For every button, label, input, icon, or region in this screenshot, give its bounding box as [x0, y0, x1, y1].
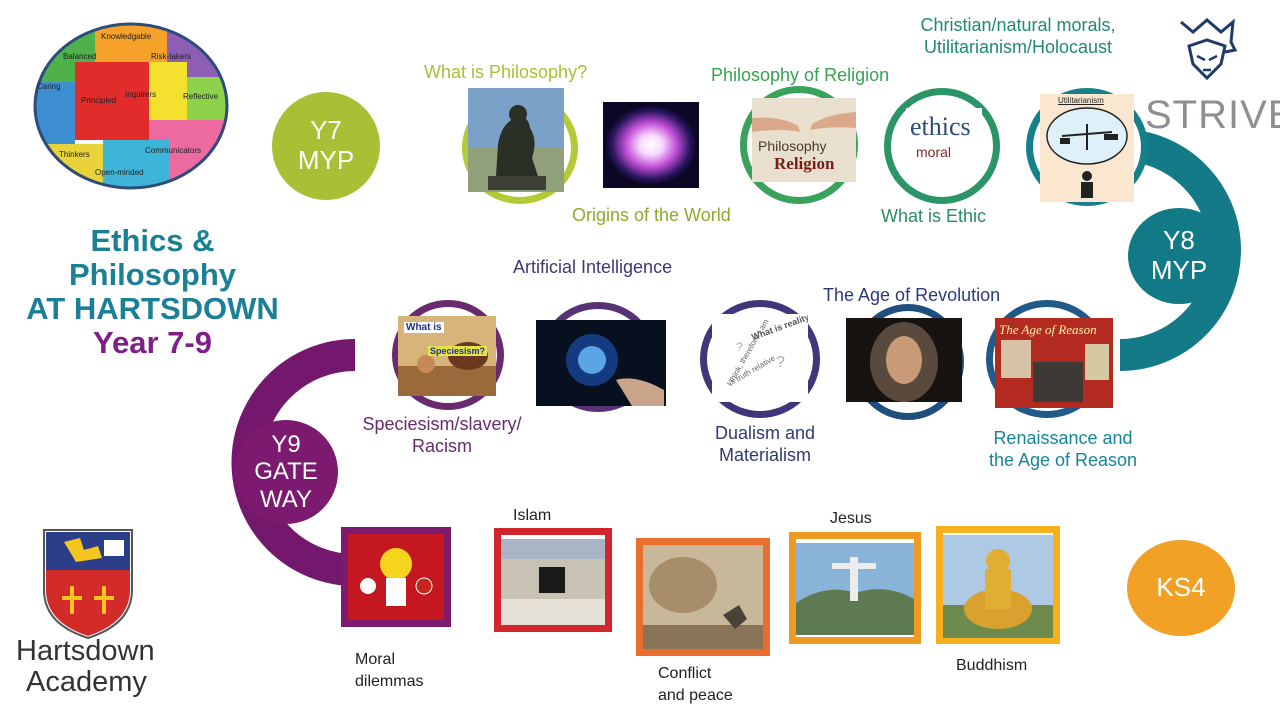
topic-philosophy-label: What is Philosophy? — [424, 62, 588, 82]
speciesism-image: What is Speciesism? — [398, 316, 496, 396]
puzzle-open-minded: Open-minded — [95, 168, 144, 177]
utilitarianism-caption: Utilitarianism — [1058, 96, 1104, 105]
ethics-word: ethics — [910, 112, 971, 141]
thinker-statue-image — [468, 88, 564, 192]
moral-dilemmas-image — [348, 534, 444, 620]
topic-speciesism-label-2: Racism — [411, 436, 472, 456]
puzzle-knowledgable: Knowledgable — [101, 32, 152, 41]
topic-ai-label: Artificial Intelligence — [513, 257, 673, 277]
puzzle-communicators: Communicators — [145, 146, 202, 155]
speciesism-caption-2: Speciesism? — [428, 346, 488, 356]
topic-islam-label: Islam — [513, 507, 552, 524]
title-year: Year 7-9 — [93, 325, 212, 360]
ethics-moral-word: moral — [916, 144, 952, 160]
topic-ethic-label: What is Ethic — [881, 206, 987, 226]
topic-moral-label-1: Moral — [355, 651, 396, 668]
topic-religion-label: Philosophy of Religion — [711, 65, 890, 85]
stage-y9-sub1: GATE — [254, 458, 318, 486]
speciesism-caption-1: What is — [404, 322, 444, 333]
title-line-3: AT HARTSDOWN — [26, 291, 279, 326]
title-line-1: Ethics & — [90, 223, 215, 258]
topic-conflict-label-2: and peace — [658, 687, 733, 704]
school-shield-icon — [43, 529, 133, 640]
topic-jesus-label: Jesus — [830, 510, 872, 527]
age-of-reason-image: The Age of Reason — [995, 318, 1113, 408]
stage-ks4-label: KS4 — [1156, 572, 1206, 603]
philosophy-religion-image: Philosophy Religion — [752, 98, 856, 182]
topic-morals-label-1: Christian/natural morals, — [920, 15, 1116, 35]
newton-portrait-image — [846, 318, 962, 402]
strive-wordmark: STRIVE — [1145, 93, 1280, 137]
ethics-wordcloud-image: ethics moral — [906, 108, 982, 170]
lion-crest-icon — [1180, 18, 1238, 81]
puzzle-principled: Principled — [81, 96, 117, 105]
stage-y9-label: Y9 — [271, 430, 301, 458]
stage-y8-label: Y8 — [1163, 225, 1195, 256]
academy-name-line-2: Academy — [26, 666, 147, 698]
topic-revolution-label: The Age of Revolution — [823, 285, 1001, 305]
stage-y7-sub: MYP — [297, 145, 355, 175]
page-title: Ethics & Philosophy AT HARTSDOWN Year 7-… — [10, 224, 295, 360]
stage-ks4: KS4 — [1127, 540, 1235, 636]
academy-name-line-1: Hartsdown — [16, 635, 155, 667]
origins-cosmos-image — [603, 102, 699, 188]
philosophy-religion-caption-1: Philosophy — [758, 138, 827, 154]
topic-morals-label-2: Utilitarianism/Holocaust — [923, 37, 1113, 57]
puzzle-reflective: Reflective — [183, 92, 219, 101]
title-line-2: Philosophy — [68, 257, 237, 292]
stage-y7-label: Y7 — [310, 115, 342, 146]
learner-profile-puzzle: Knowledgable Balanced Risk-takers Caring… — [33, 22, 229, 190]
topic-dualism-label-1: Dualism and — [714, 423, 816, 443]
topic-buddhism-label: Buddhism — [956, 657, 1028, 674]
conflict-war-image — [643, 545, 763, 649]
topic-renaissance-label-2: the Age of Reason — [988, 450, 1138, 470]
question-mark-icon-2: ? — [736, 340, 743, 354]
buddha-statue-image — [943, 535, 1053, 638]
puzzle-risk-takers: Risk-takers — [151, 52, 192, 61]
strive-logo — [1175, 16, 1239, 86]
topic-renaissance-label-1: Renaissance and — [993, 428, 1133, 448]
stage-y9-sub2: WAY — [260, 485, 312, 513]
age-of-reason-caption: The Age of Reason — [999, 322, 1097, 337]
topic-conflict-label-1: Conflict — [658, 665, 712, 682]
topic-origins-label: Origins of the World — [572, 205, 731, 225]
puzzle-caring: Caring — [37, 82, 61, 91]
stage-y8-sub: MYP — [1150, 255, 1208, 285]
philosophy-religion-caption-2: Religion — [774, 154, 835, 173]
mecca-kaaba-image — [501, 539, 605, 625]
utilitarianism-image: Utilitarianism — [1040, 94, 1134, 202]
artificial-intelligence-image — [536, 320, 666, 406]
philosophical-questions-image: What is reality I think, therefore I am … — [712, 314, 808, 402]
topic-dualism-label-2: Materialism — [718, 445, 811, 465]
puzzle-balanced: Balanced — [63, 52, 97, 61]
topic-speciesism-label-1: Speciesism/slavery/ — [362, 414, 522, 434]
puzzle-inquirers: Inquirers — [125, 90, 157, 99]
hartsdown-crest — [40, 528, 136, 640]
christ-redeemer-image — [796, 543, 914, 635]
topic-moral-label-2: dilemmas — [355, 673, 424, 690]
academy-name: Hartsdown Academy — [16, 636, 155, 698]
question-mark-icon: ? — [776, 354, 785, 371]
puzzle-thinkers: Thinkers — [59, 150, 90, 159]
